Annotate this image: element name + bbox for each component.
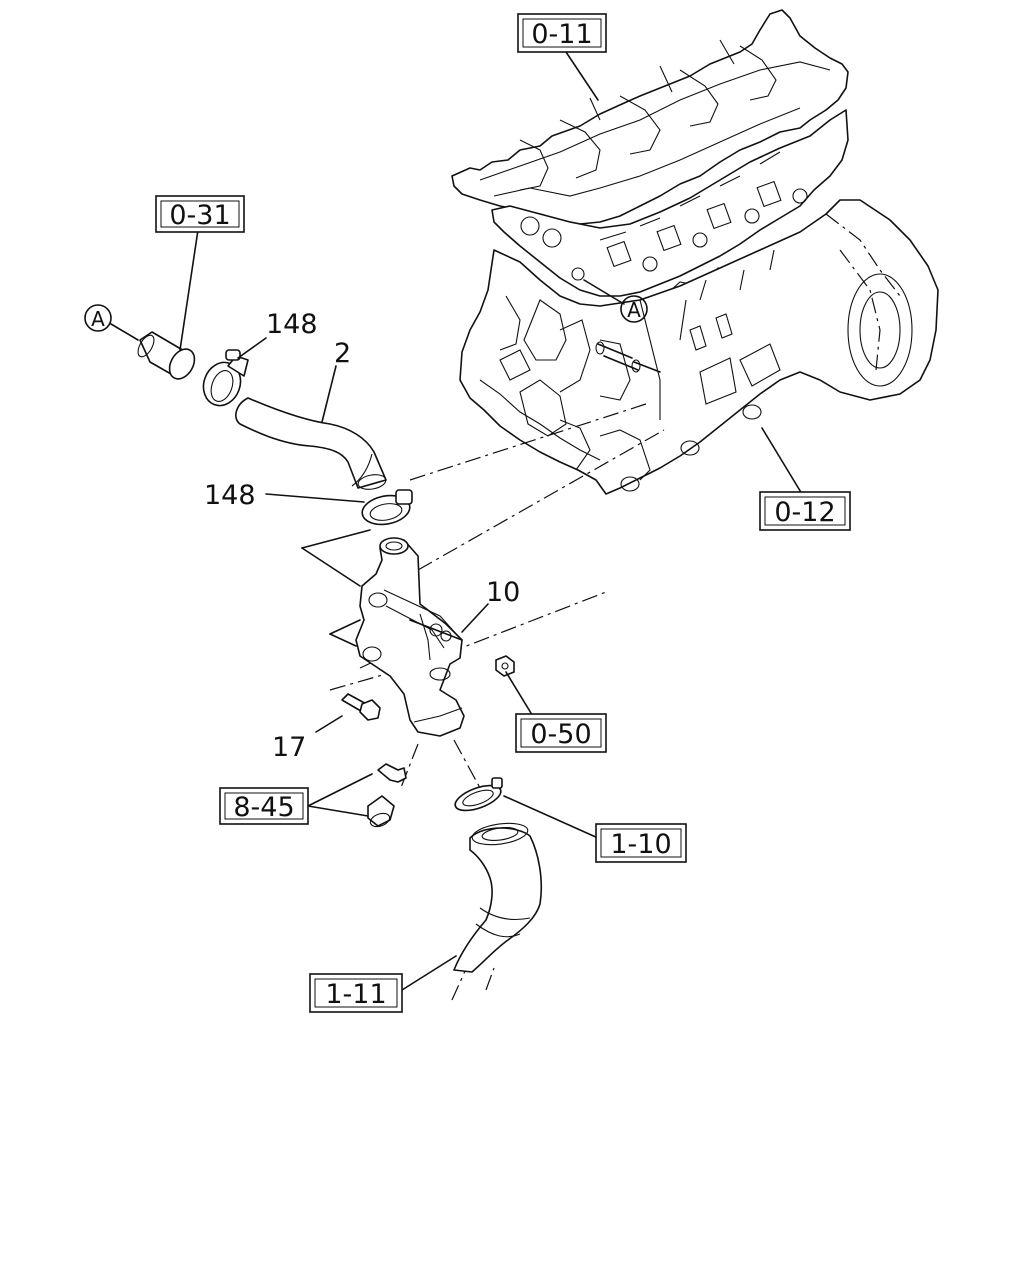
- ref-box-8-45[interactable]: 8-45: [219, 787, 309, 825]
- engine-block-illustration: [451, 9, 939, 495]
- reference-marker-a-left: A: [84, 304, 139, 341]
- ref-box-0-31[interactable]: 0-31: [155, 195, 245, 233]
- part-number-2: 2: [334, 338, 351, 369]
- hose-2-illustration: [235, 397, 387, 490]
- ref-8-45-label: 8-45: [233, 792, 294, 823]
- ref-box-0-50[interactable]: 0-50: [515, 713, 607, 753]
- ref-1-10-label: 1-10: [610, 829, 671, 860]
- part-number-148-mid: 148: [204, 480, 256, 511]
- ref-box-0-12[interactable]: 0-12: [759, 491, 851, 531]
- pipe-0-31-illustration: [137, 331, 196, 380]
- marker-a-block-text: A: [627, 298, 641, 322]
- ref-box-1-11[interactable]: 1-11: [309, 973, 403, 1013]
- leader-lines: [179, 51, 803, 991]
- gasket-1-10-illustration: [454, 777, 503, 812]
- ref-0-50-label: 0-50: [530, 719, 591, 750]
- ref-box-0-11[interactable]: 0-11: [517, 13, 607, 53]
- bolt-17-illustration: [341, 693, 381, 721]
- hose-clamp-148-mid-illustration: [361, 489, 413, 526]
- hose-clamp-148-top-illustration: [202, 349, 249, 407]
- thermostat-housing-10-illustration: [301, 529, 465, 737]
- ref-1-11-label: 1-11: [325, 979, 386, 1010]
- ref-box-1-10[interactable]: 1-10: [595, 823, 687, 863]
- part-number-148-top: 148: [266, 309, 318, 340]
- part-number-10: 10: [486, 577, 520, 608]
- parts-8-45-illustration: [367, 763, 407, 828]
- part-number-17: 17: [272, 732, 306, 763]
- ref-0-31-label: 0-31: [169, 200, 230, 231]
- ref-0-12-label: 0-12: [774, 497, 835, 528]
- reference-marker-a-block: A: [583, 279, 648, 323]
- nut-0-50-illustration: [495, 655, 515, 677]
- marker-a-left-text: A: [91, 307, 105, 331]
- hose-1-11-illustration: [453, 822, 543, 973]
- ref-0-11-label: 0-11: [531, 19, 592, 50]
